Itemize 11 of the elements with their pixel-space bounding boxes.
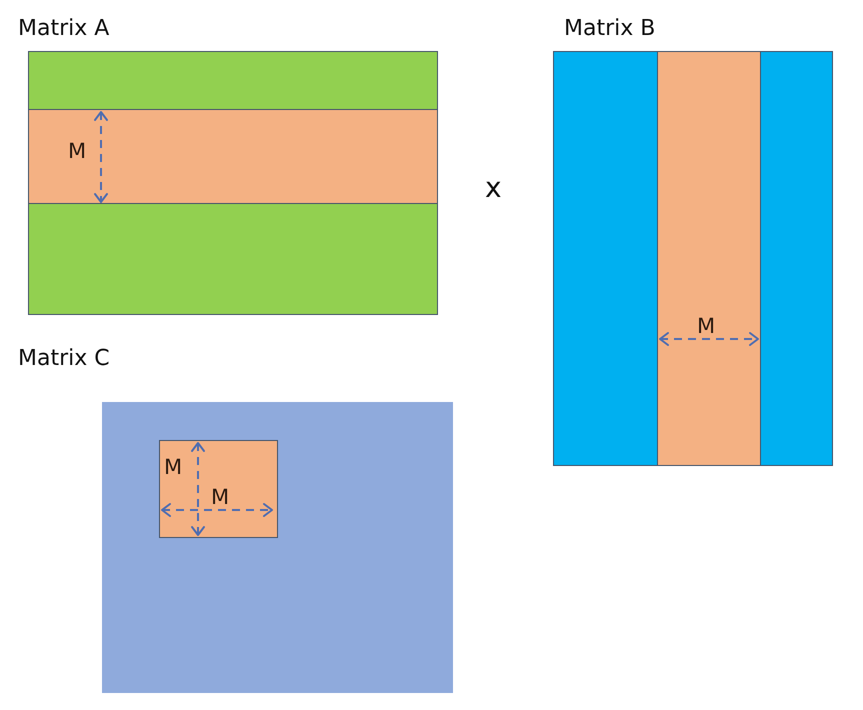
dimension-label: M — [697, 314, 716, 338]
multiplication-sign: x — [485, 172, 502, 204]
column-band — [657, 52, 761, 465]
matrix-title: Matrix C — [18, 346, 110, 372]
dimension-label: M — [164, 455, 182, 480]
tile-block — [159, 440, 278, 538]
row-band — [29, 109, 437, 204]
dimension-label: M — [211, 485, 230, 510]
dimension-label: M — [68, 139, 86, 164]
matrix-title: Matrix A — [18, 16, 110, 42]
matrix-title: Matrix B — [564, 16, 656, 42]
